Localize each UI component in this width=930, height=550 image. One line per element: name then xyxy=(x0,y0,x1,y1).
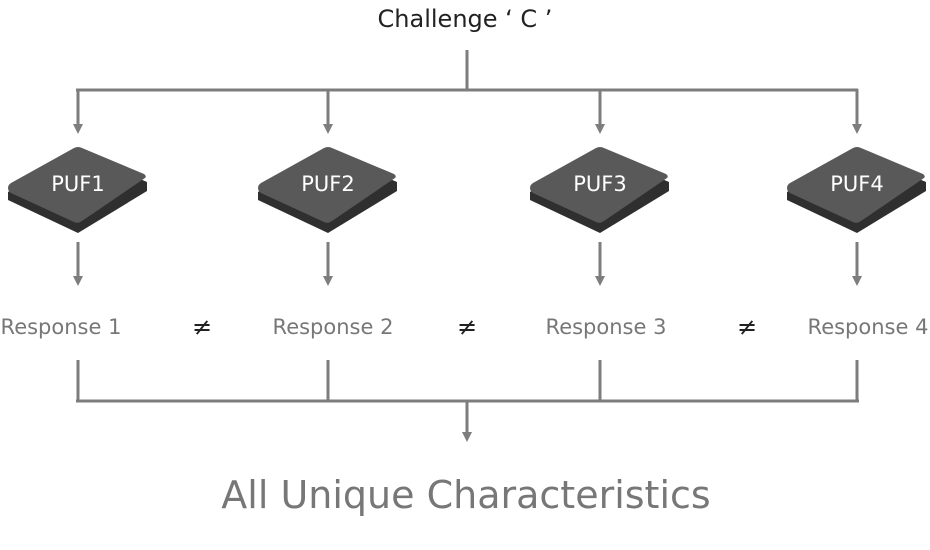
result-label: All Unique Characteristics xyxy=(221,473,710,517)
challenge-arrow-2 xyxy=(323,89,333,134)
response-label-1: Response 1 xyxy=(1,315,122,339)
response-label-3: Response 3 xyxy=(546,315,667,339)
puf-chip-label: PUF3 xyxy=(573,172,626,196)
puf-chip-1: PUF1 xyxy=(8,147,147,233)
not-equal-sign-2: ≠ xyxy=(457,313,477,341)
puf-chip-2: PUF2 xyxy=(258,147,397,233)
not-equal-sign-3: ≠ xyxy=(737,313,757,341)
result-arrow xyxy=(462,400,472,442)
puf-chip-label: PUF2 xyxy=(301,172,354,196)
response-label-2: Response 2 xyxy=(273,315,394,339)
response-arrow-2 xyxy=(323,242,333,286)
response-arrow-3 xyxy=(595,242,605,286)
response-arrow-4 xyxy=(852,242,862,286)
challenge-arrow-3 xyxy=(595,89,605,134)
challenge-label: Challenge ‘ C ’ xyxy=(378,5,553,33)
puf-chip-3: PUF3 xyxy=(530,147,669,233)
not-equal-sign-1: ≠ xyxy=(192,313,212,341)
response-label-4: Response 4 xyxy=(808,315,929,339)
puf-chip-label: PUF1 xyxy=(51,172,104,196)
challenge-arrow-4 xyxy=(852,89,862,134)
challenge-arrow-1 xyxy=(73,89,83,134)
puf-chip-label: PUF4 xyxy=(830,172,883,196)
response-arrow-1 xyxy=(73,242,83,286)
puf-chip-4: PUF4 xyxy=(787,147,926,233)
